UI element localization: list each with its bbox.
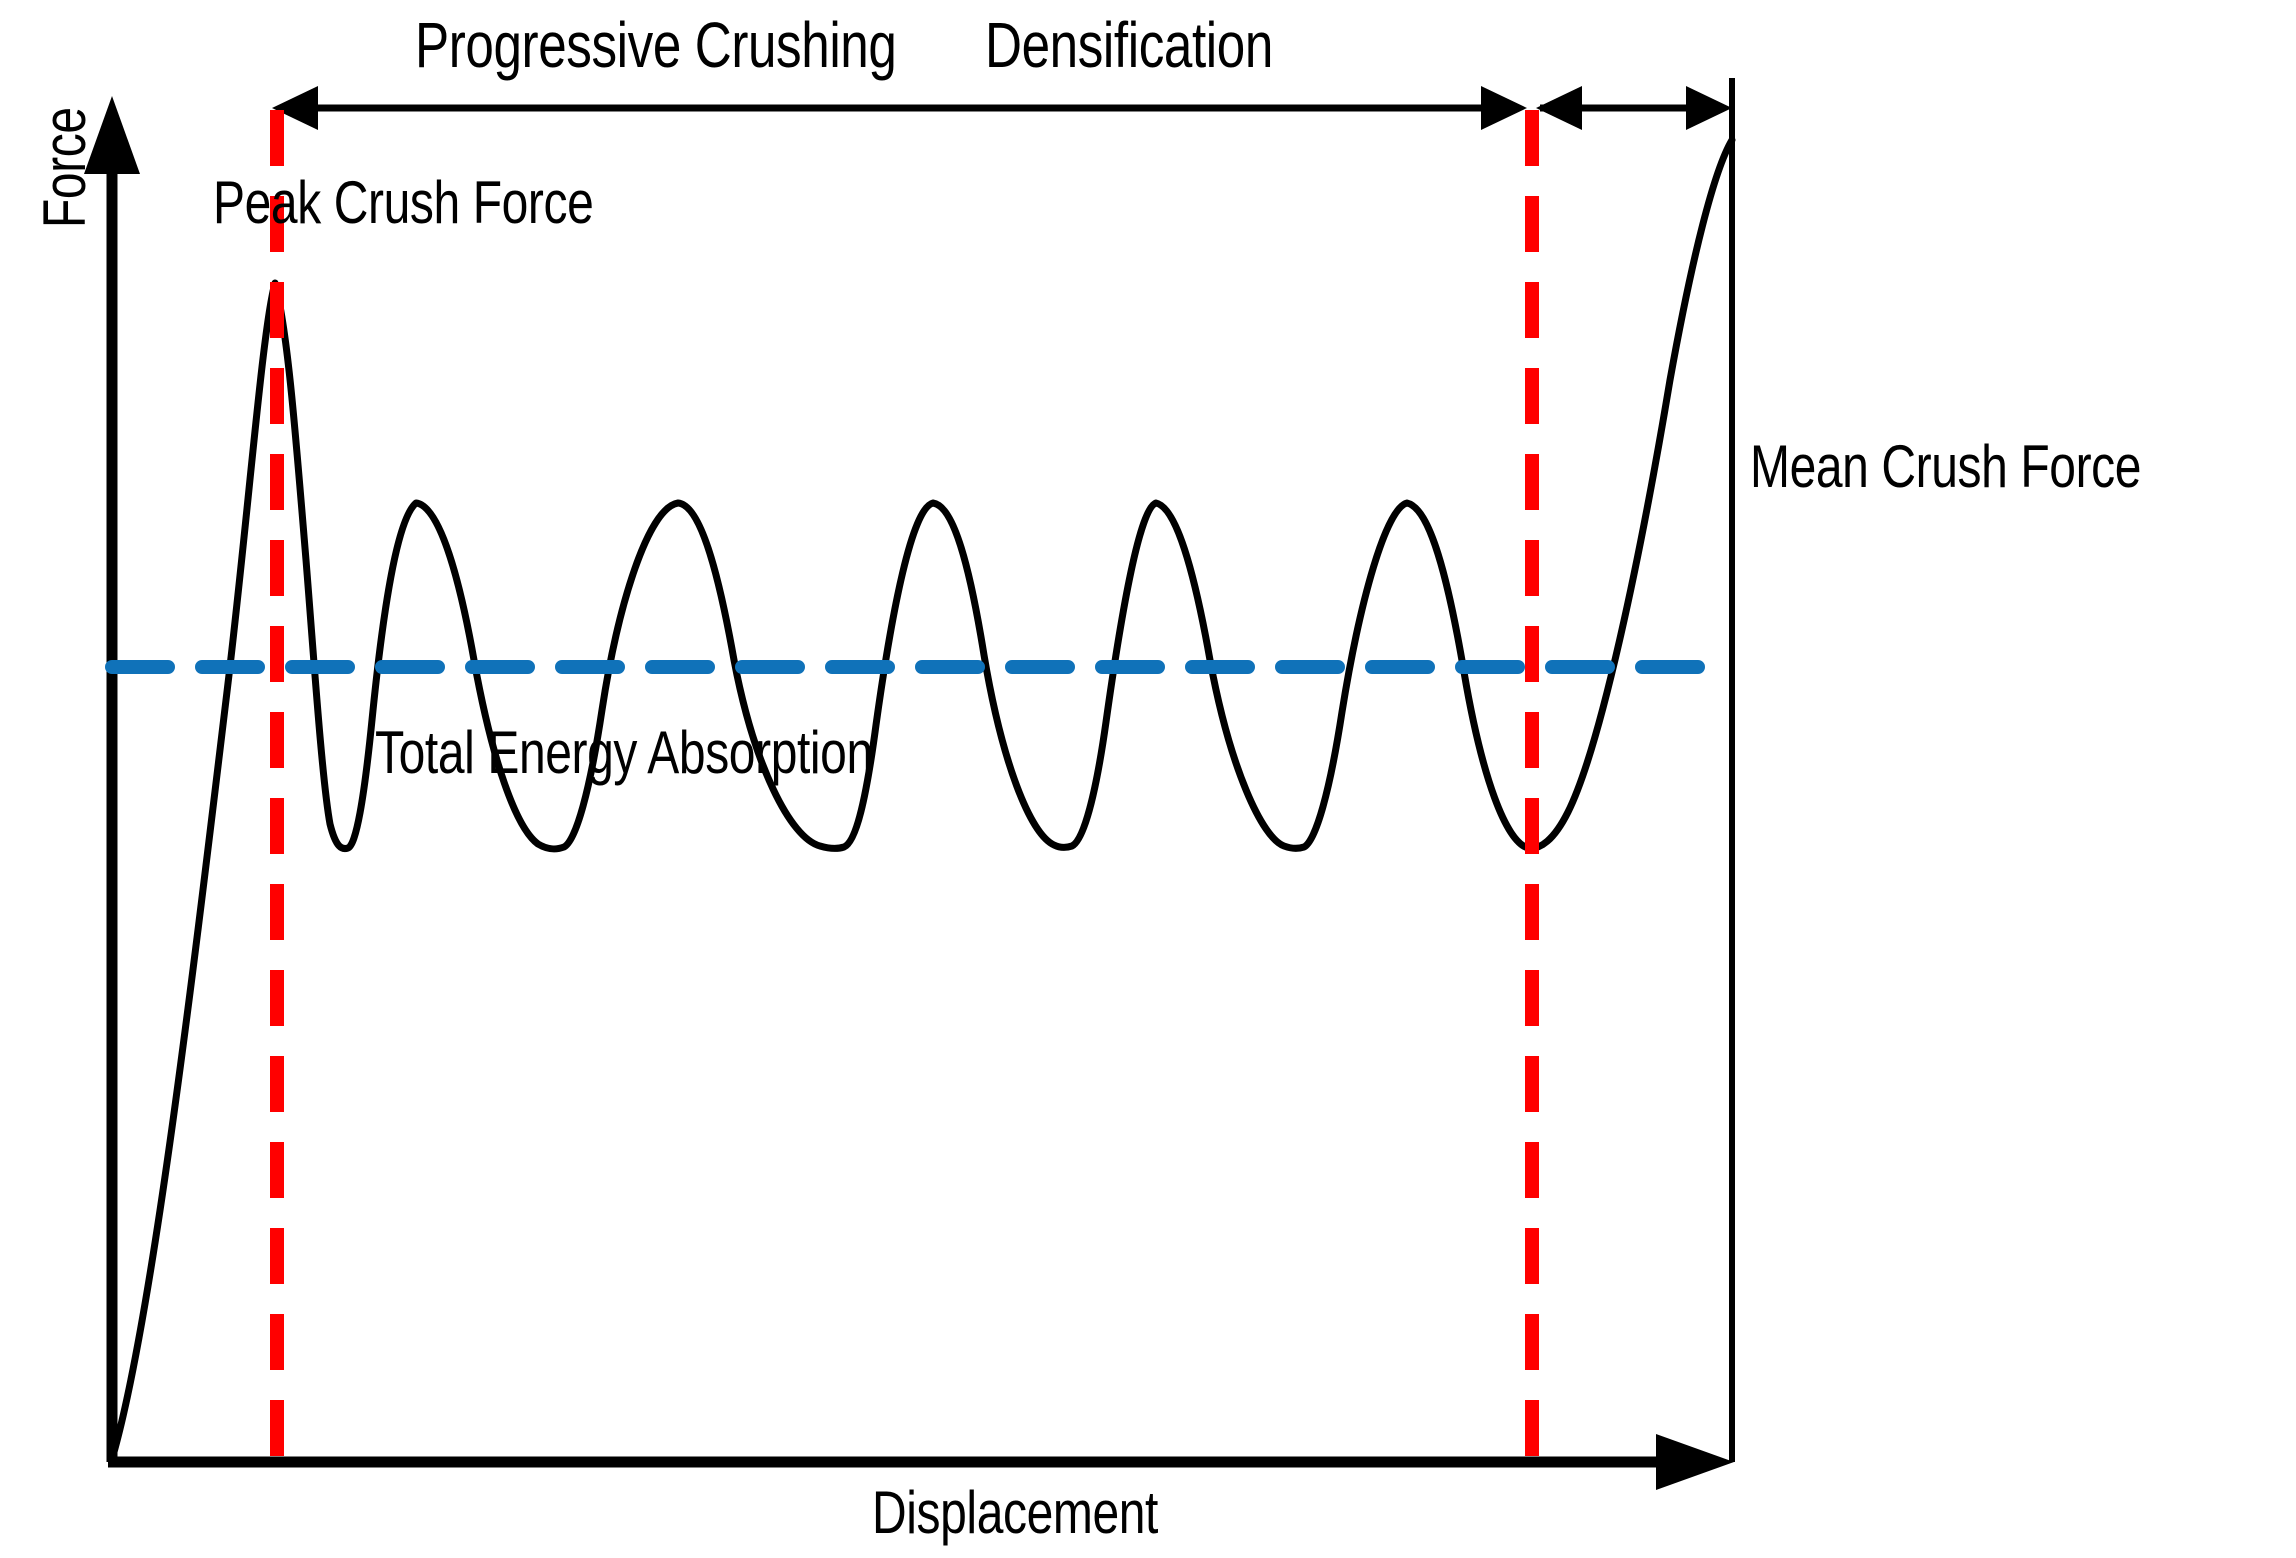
annotation-total-energy-absorption: Total Energy Absorption — [375, 719, 873, 786]
span-label-densification: Densification — [985, 9, 1273, 81]
y-axis — [84, 96, 140, 1462]
span-progressive-crushing-arrow — [272, 86, 1527, 130]
x-axis — [108, 1434, 1734, 1490]
annotation-mean-crush-force: Mean Crush Force — [1750, 433, 2142, 500]
force-displacement-curve — [108, 136, 1736, 1463]
annotation-peak-crush-force: Peak Crush Force — [213, 169, 594, 236]
span-densification-arrow — [1536, 86, 1732, 130]
y-axis-label: Force — [31, 107, 98, 228]
span-label-progressive-crushing: Progressive Crushing — [415, 9, 897, 81]
x-axis-label: Displacement — [872, 1479, 1158, 1546]
